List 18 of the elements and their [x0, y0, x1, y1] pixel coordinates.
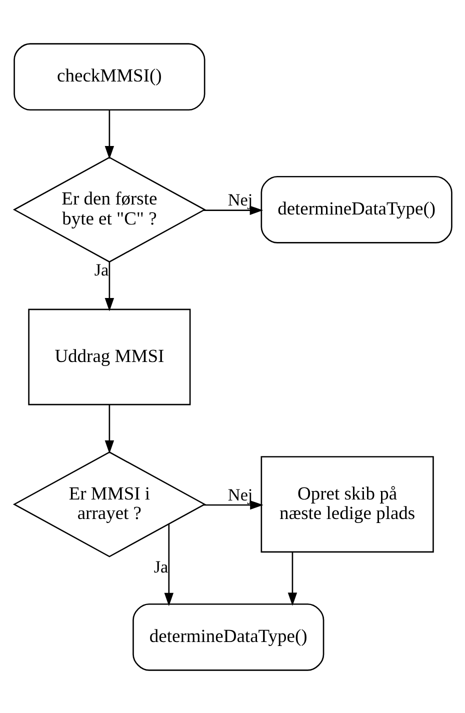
arrow — [287, 552, 297, 606]
arrow — [104, 110, 114, 159]
arrow — [164, 523, 174, 606]
node-box: determineDataType() — [132, 602, 324, 670]
edge-label: Ja — [153, 556, 168, 576]
edge-label: Nej — [227, 484, 252, 504]
edge-label: Nej — [227, 190, 252, 210]
arrow — [202, 500, 263, 510]
node-box: Opret skib på næste ledige plads — [260, 456, 434, 552]
node-box: checkMMSI() — [13, 42, 205, 110]
node-box: Uddrag MMSI — [28, 308, 190, 405]
node-box: determineDataType() — [260, 175, 452, 243]
node-diamond: Er MMSI i arrayet ? — [12, 450, 206, 557]
node-diamond: Er den første byte et "C" ? — [12, 156, 206, 262]
edge-label: Ja — [94, 260, 108, 280]
arrow — [104, 262, 114, 311]
arrow — [104, 404, 114, 454]
arrow — [203, 205, 263, 214]
